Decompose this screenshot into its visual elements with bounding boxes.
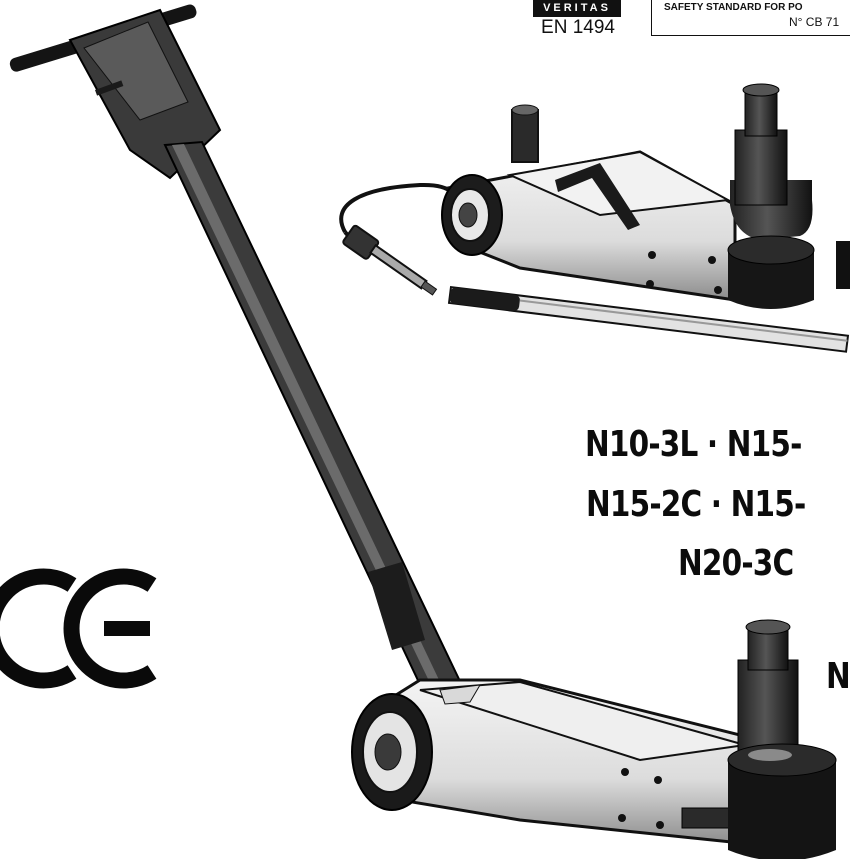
model-list-line-3: N20-3C [678,543,794,584]
small-jack-illustration [339,83,850,353]
certification-box: SAFETY STANDARD FOR PO N° CB 71 [651,0,850,36]
standard-label: EN 1494 [541,17,615,38]
veritas-badge: VERITAS [533,0,621,17]
model-list-line-1: N10-3L · N15- [585,424,802,465]
model-list-line-2: N15-2C · N15- [586,484,806,525]
cut-off-heading-mark [836,241,850,289]
ce-mark-icon [0,568,157,689]
certificate-number: N° CB 71 [789,15,840,29]
model-list-line-4: N [826,656,850,697]
safety-standard-text: SAFETY STANDARD FOR PO [664,2,803,13]
large-jack-illustration [9,4,837,859]
